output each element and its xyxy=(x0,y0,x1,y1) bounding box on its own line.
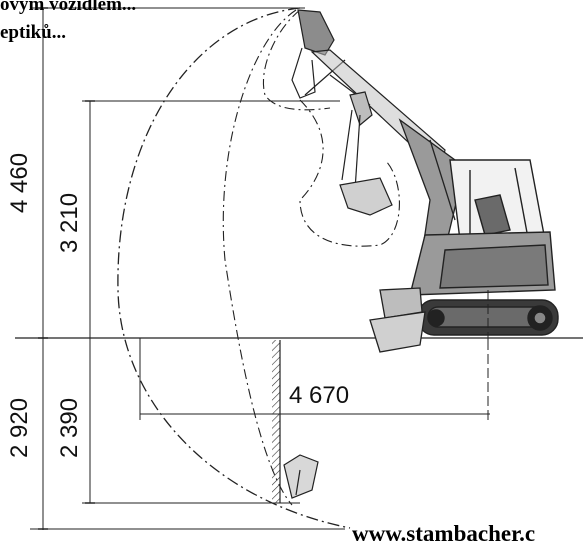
depth-bucket xyxy=(283,454,319,499)
bucket-curl-arc xyxy=(299,99,400,247)
dozer-blade xyxy=(369,287,426,353)
header-text-line2: eptiků... xyxy=(0,22,66,43)
header-text-line1: ovým vozidlem... xyxy=(0,0,137,15)
dump-envelope xyxy=(262,9,331,111)
excavator-cab xyxy=(449,159,546,241)
inner-reach-arc xyxy=(222,9,297,506)
label-max-dump-height: 3 210 xyxy=(56,192,83,253)
label-max-digging-height: 4 460 xyxy=(6,152,33,213)
label-max-reach: 4 670 xyxy=(289,382,350,409)
label-max-digging-depth: 2 920 xyxy=(6,397,33,458)
excavator-body xyxy=(409,231,556,296)
label-max-vertical-wall-depth: 2 390 xyxy=(56,397,83,458)
vertical-wall-hatch xyxy=(272,340,280,503)
website-url[interactable]: www.stambacher.c xyxy=(352,521,536,546)
boom-middle xyxy=(339,91,393,216)
outer-reach-arc xyxy=(117,7,351,529)
